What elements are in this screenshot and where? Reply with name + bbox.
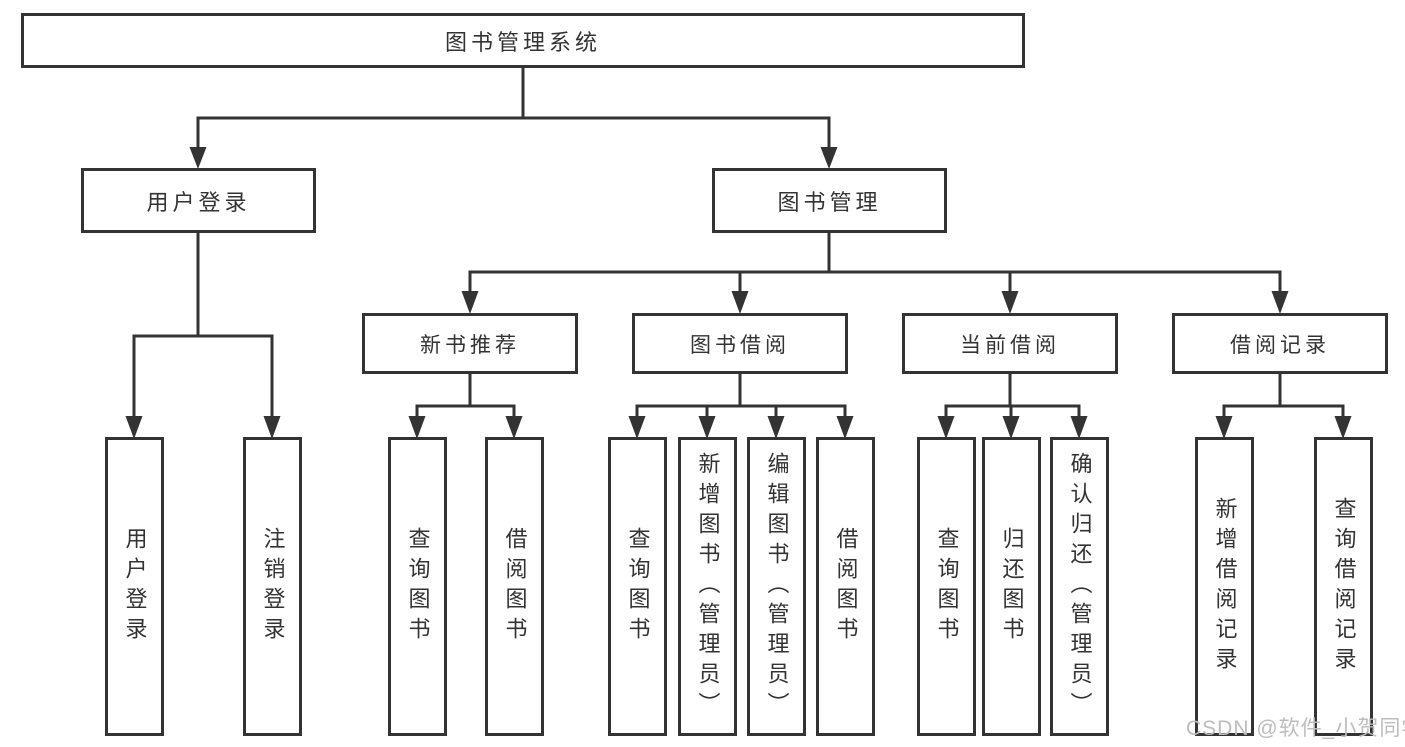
leaf-borrow-books-1: 借阅图书 xyxy=(485,437,544,736)
node-root: 图书管理系统 xyxy=(21,13,1025,68)
leaf-logout-login: 注销登录 xyxy=(243,437,302,736)
node-user-login: 用户登录 xyxy=(81,168,316,233)
leaf-confirm-return-admin: 确认归还（管理员） xyxy=(1050,437,1109,736)
leaf-query-books-1: 查询图书 xyxy=(388,437,447,736)
leaf-user-login: 用户登录 xyxy=(105,437,164,736)
leaf-return-books: 归还图书 xyxy=(982,437,1041,736)
watermark: CSDN @软件_小贺同学 xyxy=(1186,717,1405,740)
leaf-query-borrow-record: 查询借阅记录 xyxy=(1314,437,1373,736)
leaf-edit-book-admin: 编辑图书（管理员） xyxy=(747,437,806,736)
leaf-query-books-3: 查询图书 xyxy=(917,437,976,736)
node-book-management: 图书管理 xyxy=(712,168,947,233)
node-current-borrow: 当前借阅 xyxy=(902,313,1118,374)
leaf-borrow-books-2: 借阅图书 xyxy=(816,437,875,736)
node-borrow-records: 借阅记录 xyxy=(1172,313,1388,374)
node-new-book-recommend: 新书推荐 xyxy=(362,313,578,374)
node-book-borrow: 图书借阅 xyxy=(632,313,848,374)
leaf-add-book-admin: 新增图书（管理员） xyxy=(678,437,737,736)
leaf-query-books-2: 查询图书 xyxy=(608,437,667,736)
leaf-add-borrow-record: 新增借阅记录 xyxy=(1195,437,1254,736)
